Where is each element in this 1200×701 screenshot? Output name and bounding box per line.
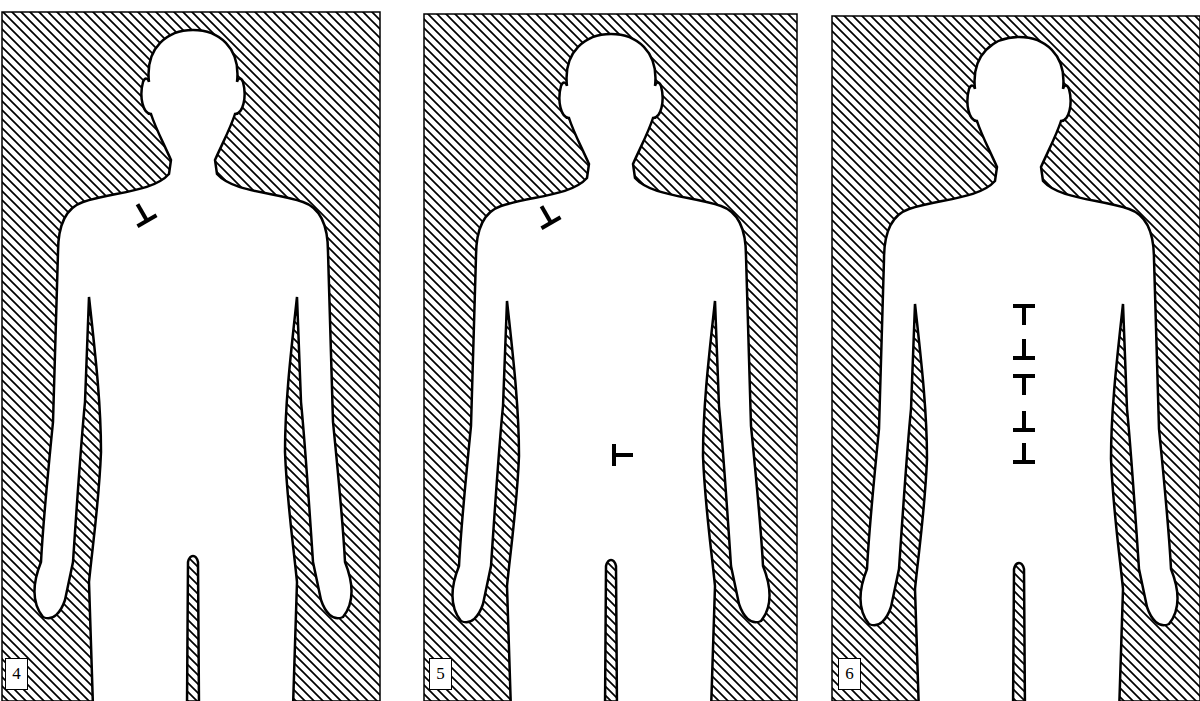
- panel-number: 5: [436, 664, 445, 684]
- panel-5: [424, 14, 797, 701]
- panel-number: 6: [845, 664, 854, 684]
- panel-number-box: 5: [429, 658, 452, 690]
- panel-number: 4: [12, 664, 21, 684]
- panel-number-box: 4: [5, 658, 28, 690]
- panel-number-box: 6: [838, 658, 861, 690]
- panel-4: [2, 12, 380, 701]
- panel-6: [832, 16, 1200, 701]
